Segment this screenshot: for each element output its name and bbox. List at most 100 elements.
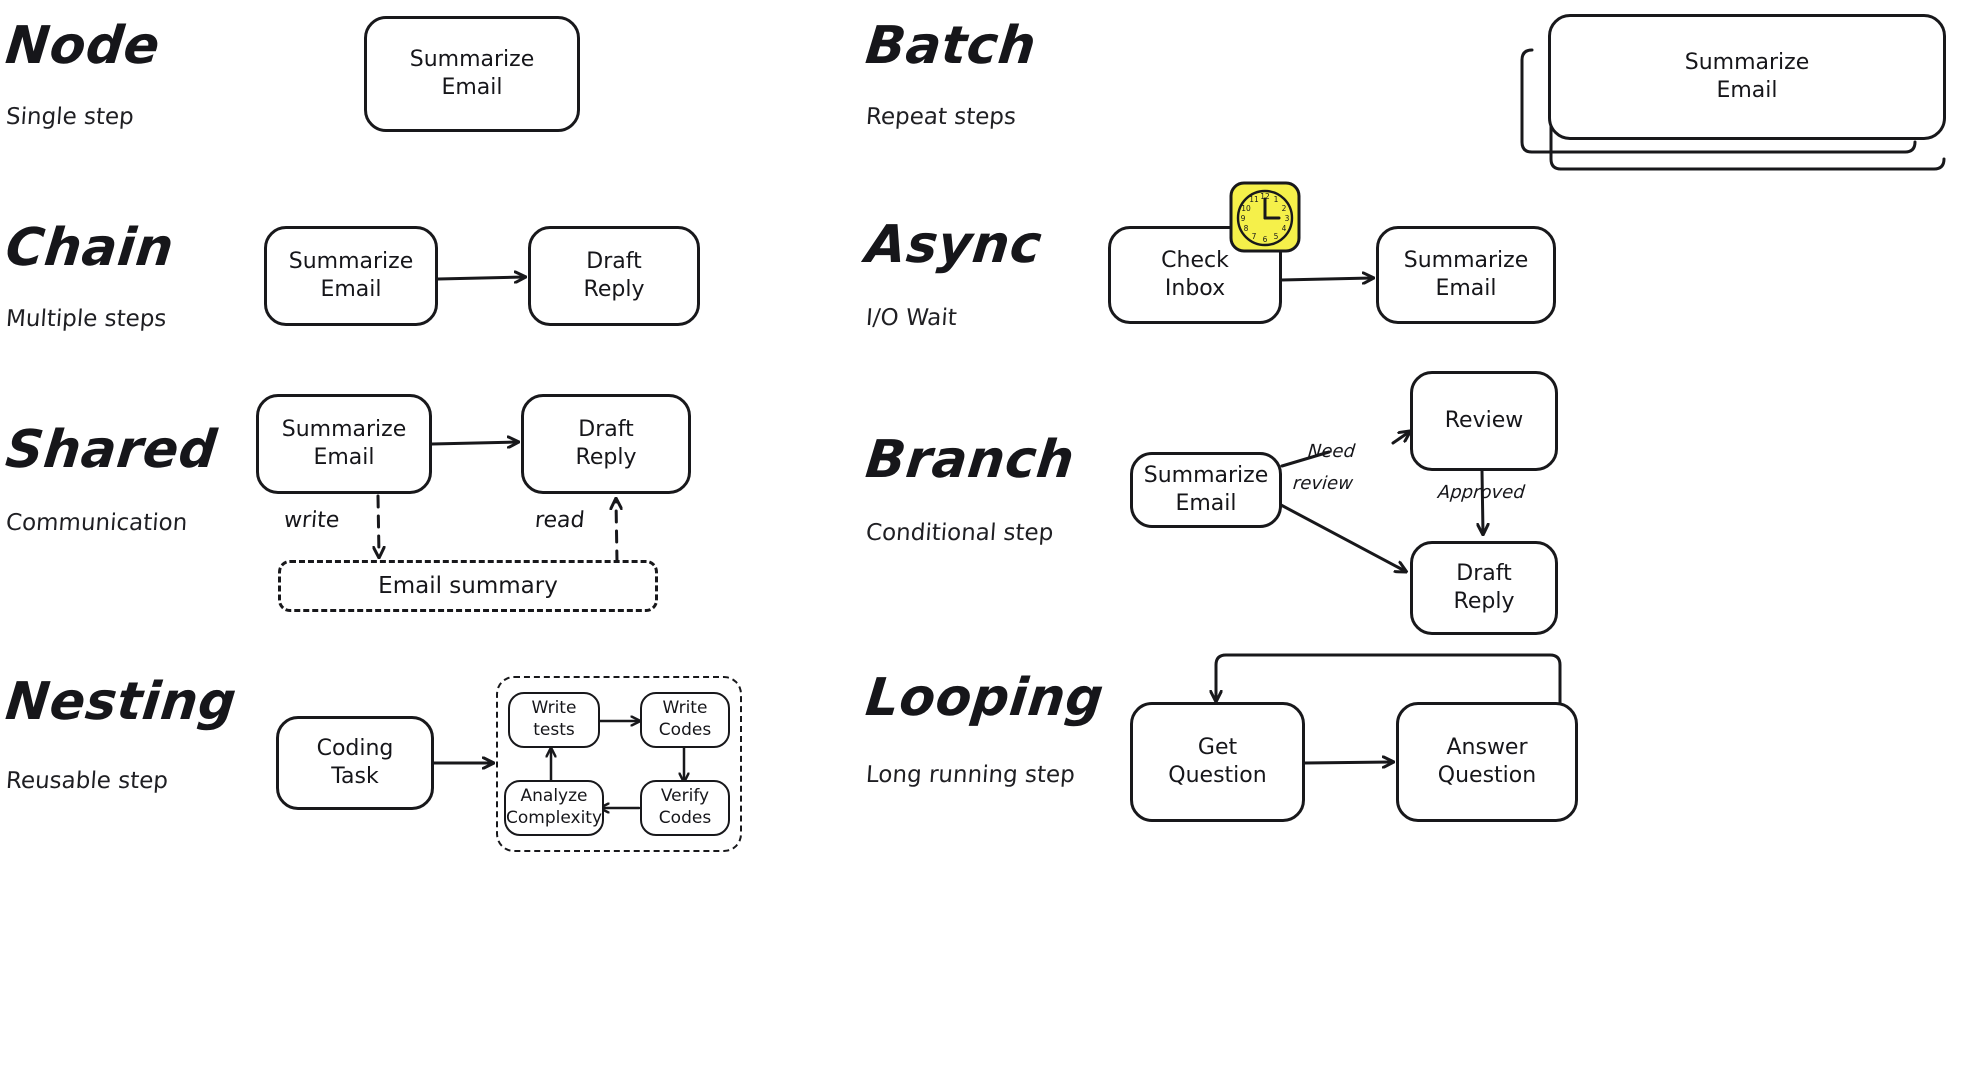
node-branch-summarize[interactable]: Summarize Email <box>1130 452 1282 528</box>
node-nesting-write-tests[interactable]: Write tests <box>508 692 600 748</box>
store-email-summary[interactable]: Email summary <box>278 560 658 612</box>
pattern-subtitle-shared: Communication <box>5 510 189 536</box>
node-line: Reply <box>1453 589 1515 614</box>
edge-shared-read <box>616 500 617 564</box>
pattern-title-node: Node <box>2 16 163 76</box>
pattern-title-batch: Batch <box>862 16 1040 76</box>
svg-text:10: 10 <box>1241 204 1251 213</box>
node-line: Analyze <box>520 786 588 807</box>
svg-text:6: 6 <box>1263 235 1268 244</box>
node-line: Task <box>331 764 379 789</box>
pattern-subtitle-nesting: Reusable step <box>5 768 169 794</box>
subgraph-coding-task <box>496 676 742 852</box>
node-line: Write <box>662 698 708 719</box>
node-nesting-verify-codes[interactable]: Verify Codes <box>640 780 730 836</box>
edge-looping-get-answer <box>1303 762 1392 763</box>
svg-text:1: 1 <box>1274 195 1279 204</box>
svg-text:11: 11 <box>1249 195 1259 204</box>
node-line: Question <box>1168 763 1267 788</box>
node-chain-summarize[interactable]: Summarize Email <box>264 226 438 326</box>
edge-label-write: write <box>282 508 341 533</box>
node-branch-review[interactable]: Review <box>1410 371 1558 471</box>
node-chain-draft[interactable]: Draft Reply <box>528 226 700 326</box>
node-line: Summarize <box>409 46 535 72</box>
edge-label-review: review <box>1292 473 1354 494</box>
edge-branch-to-review-b <box>1391 432 1409 445</box>
node-line: Email <box>1175 491 1237 516</box>
batch-card-back-2b <box>1530 140 1917 154</box>
node-line: Email <box>1716 78 1778 103</box>
pattern-title-chain: Chain <box>2 218 177 278</box>
batch-card-back-1b <box>1559 157 1946 171</box>
node-line: Codes <box>658 808 712 828</box>
pattern-title-async: Async <box>862 215 1045 275</box>
node-line: Draft <box>578 416 634 442</box>
node-shared-draft[interactable]: Draft Reply <box>521 394 691 494</box>
node-shared-summarize[interactable]: Summarize Email <box>256 394 432 494</box>
svg-text:3: 3 <box>1285 214 1290 223</box>
node-line: Inbox <box>1164 276 1226 301</box>
node-line: Complexity <box>506 808 603 828</box>
node-nesting-analyze-complexity[interactable]: Analyze Complexity <box>504 780 604 836</box>
node-line: Draft <box>586 248 642 274</box>
edge-label-read: read <box>533 508 586 533</box>
edge-label-approved: Approved <box>1437 482 1526 503</box>
node-branch-draft[interactable]: Draft Reply <box>1410 541 1558 635</box>
node-line: Email <box>313 445 375 470</box>
svg-text:7: 7 <box>1252 232 1257 241</box>
pattern-subtitle-chain: Multiple steps <box>5 306 168 332</box>
pattern-subtitle-looping: Long running step <box>865 762 1076 788</box>
svg-text:2: 2 <box>1282 204 1287 213</box>
node-line: Answer <box>1446 734 1528 760</box>
node-line: Codes <box>658 720 712 740</box>
node-async-summarize[interactable]: Summarize Email <box>1376 226 1556 324</box>
edge-async-checkinbox-summarize <box>1279 278 1372 280</box>
edge-branch-summarize-draft <box>1279 503 1405 571</box>
node-looping-get-question[interactable]: Get Question <box>1130 702 1305 822</box>
node-line: Summarize <box>288 248 414 274</box>
node-line: Write <box>531 698 577 719</box>
node-async-check-inbox[interactable]: Check Inbox <box>1108 226 1282 324</box>
node-line: Reply <box>575 445 637 470</box>
node-line: Summarize <box>1403 247 1529 273</box>
svg-text:8: 8 <box>1244 224 1249 233</box>
node-looping-answer-question[interactable]: Answer Question <box>1396 702 1578 822</box>
node-line: Reply <box>583 277 645 302</box>
node-line: Verify <box>660 786 710 807</box>
node-line: Email <box>441 75 503 100</box>
node-line: tests <box>533 720 575 740</box>
svg-text:12: 12 <box>1260 192 1270 201</box>
pattern-subtitle-batch: Repeat steps <box>865 104 1017 130</box>
edge-shared-summarize-draft <box>430 442 517 444</box>
svg-text:4: 4 <box>1282 224 1287 233</box>
edge-chain-summarize-draft <box>436 277 524 279</box>
node-line: Email <box>320 277 382 302</box>
node-nesting-coding-task[interactable]: Coding Task <box>276 716 434 810</box>
store-label: Email summary <box>378 573 558 599</box>
pattern-subtitle-branch: Conditional step <box>865 520 1055 546</box>
node-batch-summarize[interactable]: Summarize Email <box>1548 14 1946 140</box>
node-line: Check <box>1161 247 1229 273</box>
svg-text:5: 5 <box>1274 232 1279 241</box>
pattern-title-branch: Branch <box>862 430 1078 490</box>
node-line: Get <box>1197 734 1238 760</box>
edge-shared-write <box>378 494 379 556</box>
node-line: Summarize <box>1684 49 1810 75</box>
node-line: Coding <box>316 735 394 761</box>
node-line: Review <box>1444 407 1524 433</box>
pattern-subtitle-async: I/O Wait <box>865 305 958 331</box>
edge-label-need: Need <box>1307 441 1356 462</box>
node-nesting-write-codes[interactable]: Write Codes <box>640 692 730 748</box>
pattern-title-looping: Looping <box>862 668 1107 728</box>
pattern-subtitle-node: Single step <box>5 104 135 130</box>
node-line: Email <box>1435 276 1497 301</box>
svg-text:9: 9 <box>1241 214 1246 223</box>
batch-card-back-2 <box>1520 48 1534 154</box>
node-node-summarize[interactable]: Summarize Email <box>364 16 580 132</box>
node-line: Summarize <box>281 416 407 442</box>
node-line: Summarize <box>1143 462 1269 488</box>
node-line: Draft <box>1456 560 1512 586</box>
pattern-title-shared: Shared <box>2 420 220 480</box>
